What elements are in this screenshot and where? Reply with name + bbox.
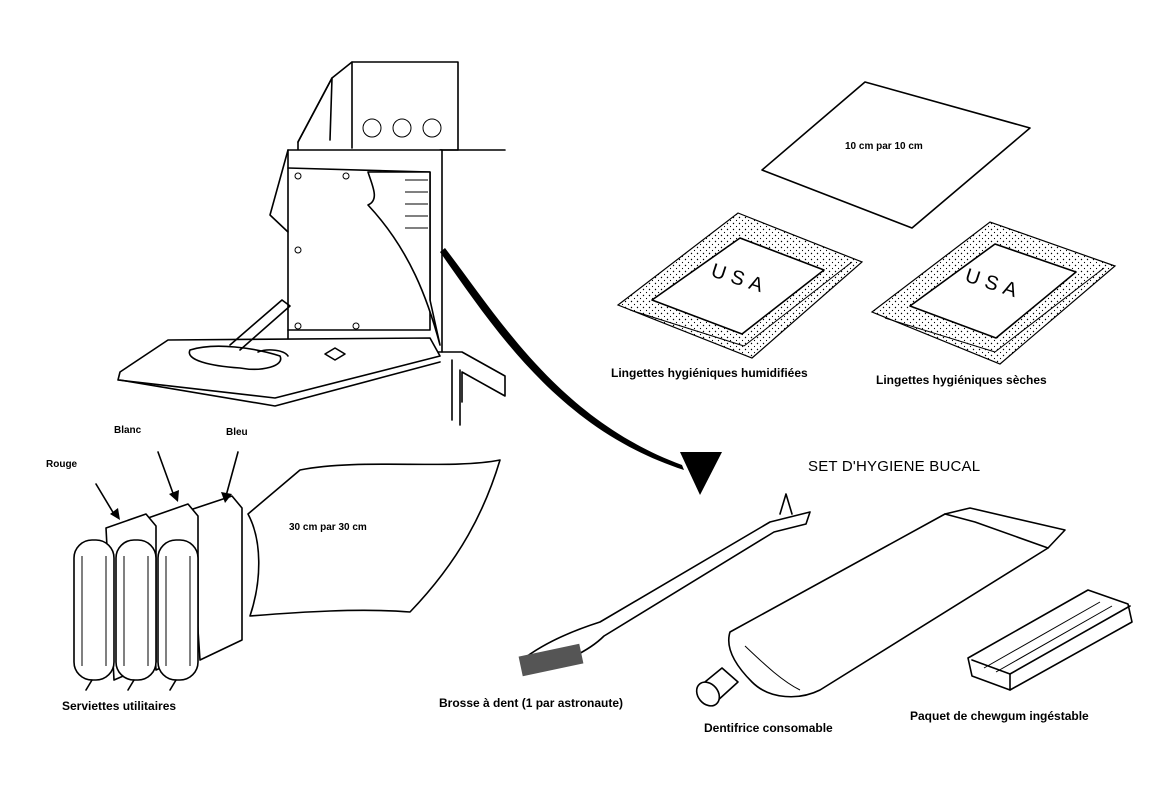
dispenser-cabinet [117, 61, 506, 426]
red-label: Rouge [46, 459, 78, 470]
utility-towels [73, 451, 243, 691]
white-label: Blanc [114, 425, 142, 436]
single-wipe [761, 81, 1031, 229]
wet-wipes-label: Lingettes hygiéniques humidifiées [611, 366, 808, 380]
toothbrush [518, 493, 811, 677]
large-towel [247, 459, 501, 617]
blue-label: Bleu [226, 427, 248, 438]
utility-towels-label: Serviettes utilitaires [62, 699, 177, 713]
wet-wipe-packet: USA [616, 212, 864, 359]
towel-size-label: 30 cm par 30 cm [289, 522, 367, 533]
oral-hygiene-kit-title: SET D'HYGIENE BUCAL [808, 458, 981, 475]
toothpaste-tube [695, 507, 1066, 707]
toothpaste-label: Dentifrice consomable [704, 721, 833, 735]
dry-wipes-label: Lingettes hygiéniques sèches [876, 373, 1047, 387]
chewing-gum-label: Paquet de chewgum ingéstable [910, 709, 1089, 723]
chewing-gum-pack [967, 589, 1133, 691]
dry-wipe-packet: USA [870, 221, 1117, 365]
wipe-size-label: 10 cm par 10 cm [845, 141, 923, 152]
toothbrush-label: Brosse à dent (1 par astronaute) [439, 696, 624, 710]
curved-arrow-icon [440, 248, 722, 495]
